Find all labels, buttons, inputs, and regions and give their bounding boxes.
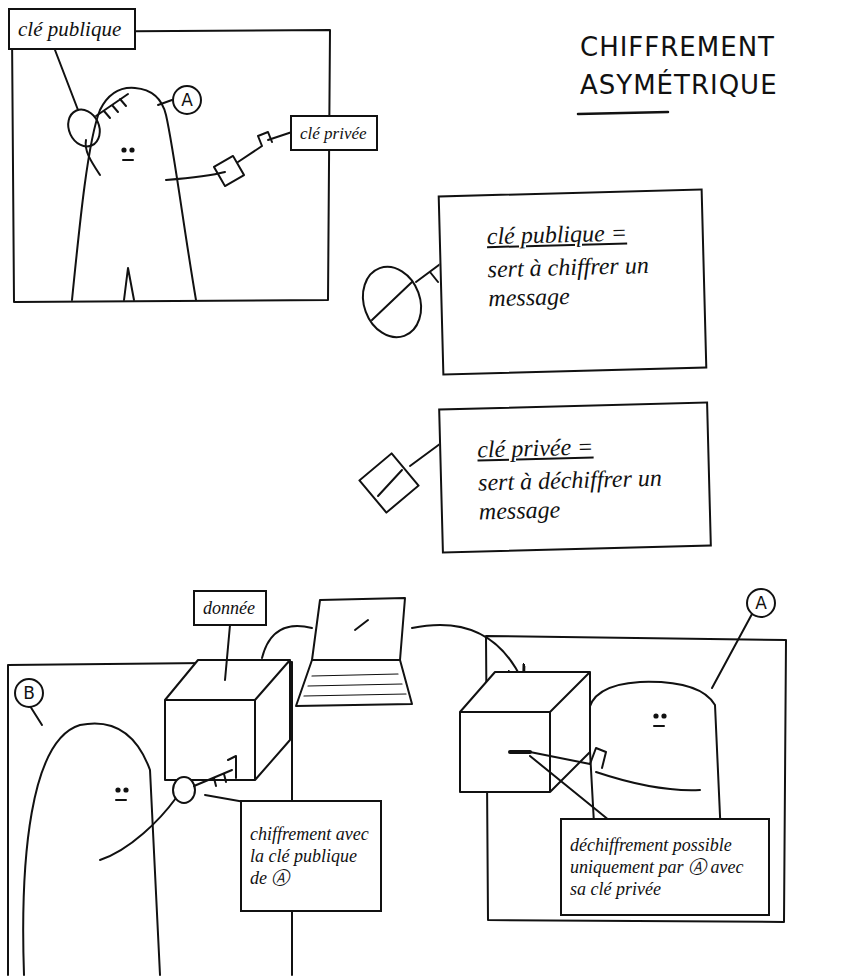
- laptop-cursor: [355, 620, 368, 630]
- keyhole: [510, 750, 530, 754]
- person-eye: [130, 148, 133, 151]
- box-text: donnée: [203, 597, 257, 619]
- box-text: chiffrement avec la clé publique de Ⓐ: [250, 823, 372, 889]
- key-mark: [378, 470, 402, 496]
- key-mark: [372, 282, 412, 320]
- person-arm: [596, 772, 700, 790]
- definition-box: clé publique =sert à chiffrer un message: [438, 189, 708, 376]
- person-figure: [23, 723, 160, 975]
- box-text: B: [23, 683, 35, 704]
- label-box: clé privée: [290, 115, 378, 151]
- label-box: clé publique: [8, 8, 136, 50]
- person-eye: [116, 788, 119, 791]
- person-badge: A: [172, 85, 202, 115]
- leader-line: [530, 756, 615, 825]
- person-eye: [662, 714, 665, 717]
- public-key-shaft: [194, 770, 232, 786]
- public-key-ring: [62, 104, 105, 151]
- person-mouth: [654, 725, 664, 727]
- label-box: donnée: [193, 590, 267, 626]
- leader-line: [225, 625, 230, 680]
- person-legs: [124, 268, 134, 300]
- laptop-keyboard: [296, 660, 412, 706]
- caption-box: chiffrement avec la clé publique de Ⓐ: [240, 800, 382, 912]
- keyhole: [228, 756, 236, 778]
- public-key-ring: [173, 777, 195, 803]
- box-text: sert à déchiffrer un message: [478, 463, 701, 527]
- leader-line: [268, 132, 292, 140]
- laptop-screen: [312, 598, 405, 660]
- person-eye: [654, 714, 657, 717]
- data-cube: [165, 660, 290, 780]
- leader-line: [30, 706, 42, 725]
- transfer-arc: [262, 626, 312, 658]
- person-mouth: [116, 799, 126, 801]
- leader-line: [55, 50, 78, 110]
- public-key-icon: [353, 259, 430, 346]
- box-text: clé privée: [300, 123, 368, 144]
- scene-frame: [12, 30, 330, 302]
- data-cube: [460, 672, 590, 792]
- leader-line: [712, 614, 752, 688]
- box-text: A: [755, 593, 767, 614]
- caption-box: déchiffrement possible uniquement par Ⓐ …: [560, 818, 770, 916]
- box-text: déchiffrement possible uniquement par Ⓐ …: [570, 834, 760, 900]
- private-key-shaft: [238, 132, 272, 162]
- box-heading: clé publique =: [486, 217, 694, 251]
- leader-line: [158, 100, 172, 105]
- laptop-keys: [304, 674, 406, 696]
- box-text: clé publique: [18, 16, 126, 42]
- public-key-shaft: [96, 94, 128, 118]
- person-figure: [72, 88, 196, 300]
- person-arm: [100, 798, 176, 860]
- person-badge: B: [14, 678, 44, 708]
- person-eye: [124, 788, 127, 791]
- title-underline: [578, 112, 668, 114]
- box-heading: clé privée =: [477, 430, 700, 465]
- person-eye: [122, 148, 125, 151]
- box-text: A: [181, 90, 193, 111]
- person-badge: A: [746, 588, 776, 618]
- private-key-icon: [359, 453, 418, 512]
- diagram-title: CHIFFREMENT ASYMÉTRIQUE: [580, 28, 785, 104]
- person-mouth: [123, 159, 133, 161]
- person-arm: [166, 172, 225, 180]
- definition-box: clé privée =sert à déchiffrer un message: [438, 401, 712, 553]
- box-text: sert à chiffrer un message: [487, 250, 695, 313]
